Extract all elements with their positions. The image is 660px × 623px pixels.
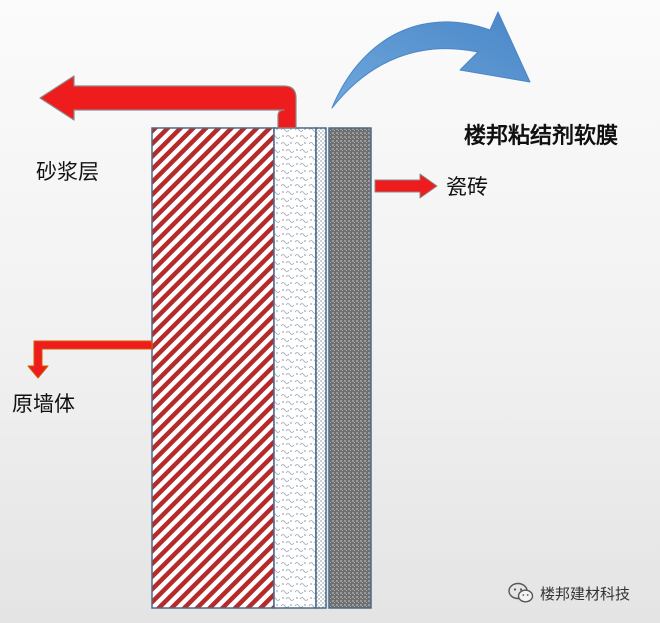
tile-layer xyxy=(328,127,372,609)
membrane-arrow xyxy=(331,11,531,109)
watermark-text: 楼邦建材科技 xyxy=(540,584,631,603)
tile-arrow xyxy=(374,173,438,199)
wall-arrow xyxy=(27,340,153,379)
wechat-icon xyxy=(508,582,534,603)
mortar-arrow xyxy=(39,75,297,129)
label-membrane: 楼邦粘结剂软膜 xyxy=(464,124,619,149)
wall-layer xyxy=(151,127,275,609)
label-mortar-layer: 砂浆层 xyxy=(36,160,99,184)
membrane-layer xyxy=(315,127,327,609)
label-tile: 瓷砖 xyxy=(446,175,488,199)
label-original-wall: 原墙体 xyxy=(12,392,75,416)
watermark: 楼邦建材科技 xyxy=(508,582,630,604)
mortar-layer xyxy=(273,127,317,609)
